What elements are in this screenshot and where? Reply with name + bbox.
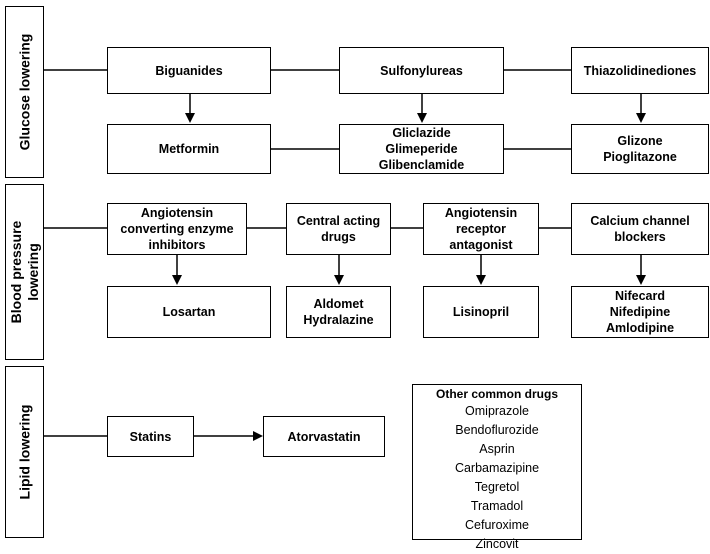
box-ace-inhibitors: Angiotensin converting enzyme inhibitors <box>107 203 247 255</box>
box-central-acting: Central acting drugs <box>286 203 391 255</box>
drug-name: Amlodipine <box>605 321 675 335</box>
box-label-line: Calcium channel <box>590 214 690 228</box>
category-label: Lipid lowering <box>16 404 32 500</box>
category-label-line1: Blood pressure <box>7 220 24 324</box>
box-label-line: Central acting <box>296 214 381 228</box>
box-label: Sulfonylureas <box>380 63 463 78</box>
box-label-line: inhibitors <box>148 238 206 252</box>
box-atorvastatin: Atorvastatin <box>263 416 385 457</box>
category-label: Glucose lowering <box>16 33 32 151</box>
box-sulfonylurea-drugs: Gliclazide Glimeperide Glibenclamide <box>339 124 504 174</box>
drug-name: Pioglitazone <box>603 150 677 164</box>
drug-name: Aldomet <box>313 297 364 311</box>
other-drug-item: Omiprazole <box>465 404 529 418</box>
box-label-line: Angiotensin <box>444 206 518 220</box>
drug-name: Glizone <box>617 134 663 148</box>
drug-name: Atorvastatin <box>287 429 361 444</box>
box-label: Thiazolidinediones <box>583 63 697 78</box>
other-drug-item: Tegretol <box>474 480 520 494</box>
category-label-line2: lowering <box>24 243 41 301</box>
box-biguanides: Biguanides <box>107 47 271 94</box>
drug-name: Glibenclamide <box>378 158 465 172</box>
box-arb: Angiotensin receptor antagonist <box>423 203 539 255</box>
box-losartan: Losartan <box>107 286 271 338</box>
category-blood-pressure-lowering: Blood pressure lowering <box>5 184 44 360</box>
box-label-line: drugs <box>321 230 356 244</box>
category-glucose-lowering: Glucose lowering <box>5 6 44 178</box>
box-label-line: receptor <box>455 222 507 236</box>
other-drug-item: Tramadol <box>470 499 524 513</box>
drug-name: Hydralazine <box>303 313 374 327</box>
box-metformin: Metformin <box>107 124 271 174</box>
box-thiazolidinediones: Thiazolidinediones <box>571 47 709 94</box>
box-ccb-drugs: Nifecard Nifedipine Amlodipine <box>571 286 709 338</box>
box-label: Biguanides <box>155 63 223 78</box>
category-lipid-lowering: Lipid lowering <box>5 366 44 538</box>
drug-name: Nifecard <box>614 289 666 303</box>
box-label: Statins <box>129 429 172 444</box>
drug-name: Nifedipine <box>609 305 671 319</box>
drug-name: Gliclazide <box>392 126 451 140</box>
other-drug-item: Asprin <box>479 442 515 456</box>
box-calcium-channel-blockers: Calcium channel blockers <box>571 203 709 255</box>
box-label: Metformin <box>158 142 220 156</box>
box-label-line: blockers <box>614 230 666 244</box>
other-drugs-title: Other common drugs <box>435 387 558 401</box>
box-statins: Statins <box>107 416 194 457</box>
box-label-line: antagonist <box>449 238 513 252</box>
box-label-line: converting enzyme <box>120 222 234 236</box>
box-sulfonylureas: Sulfonylureas <box>339 47 504 94</box>
other-drug-item: Bendoflurozide <box>455 423 539 437</box>
box-other-common-drugs: Other common drugs Omiprazole Bendofluro… <box>412 384 582 551</box>
other-drug-item: Carbamazipine <box>454 461 540 475</box>
drug-name: Losartan <box>162 305 216 319</box>
box-tzd-drugs: Glizone Pioglitazone <box>571 124 709 174</box>
box-label-line: Angiotensin <box>140 206 214 220</box>
box-lisinopril: Lisinopril <box>423 286 539 338</box>
other-drug-item: Cefuroxime <box>465 518 529 532</box>
other-drug-item: Zincovit <box>475 537 519 551</box>
box-central-drugs: Aldomet Hydralazine <box>286 286 391 338</box>
drug-name: Lisinopril <box>452 305 510 319</box>
drug-name: Glimeperide <box>385 142 458 156</box>
